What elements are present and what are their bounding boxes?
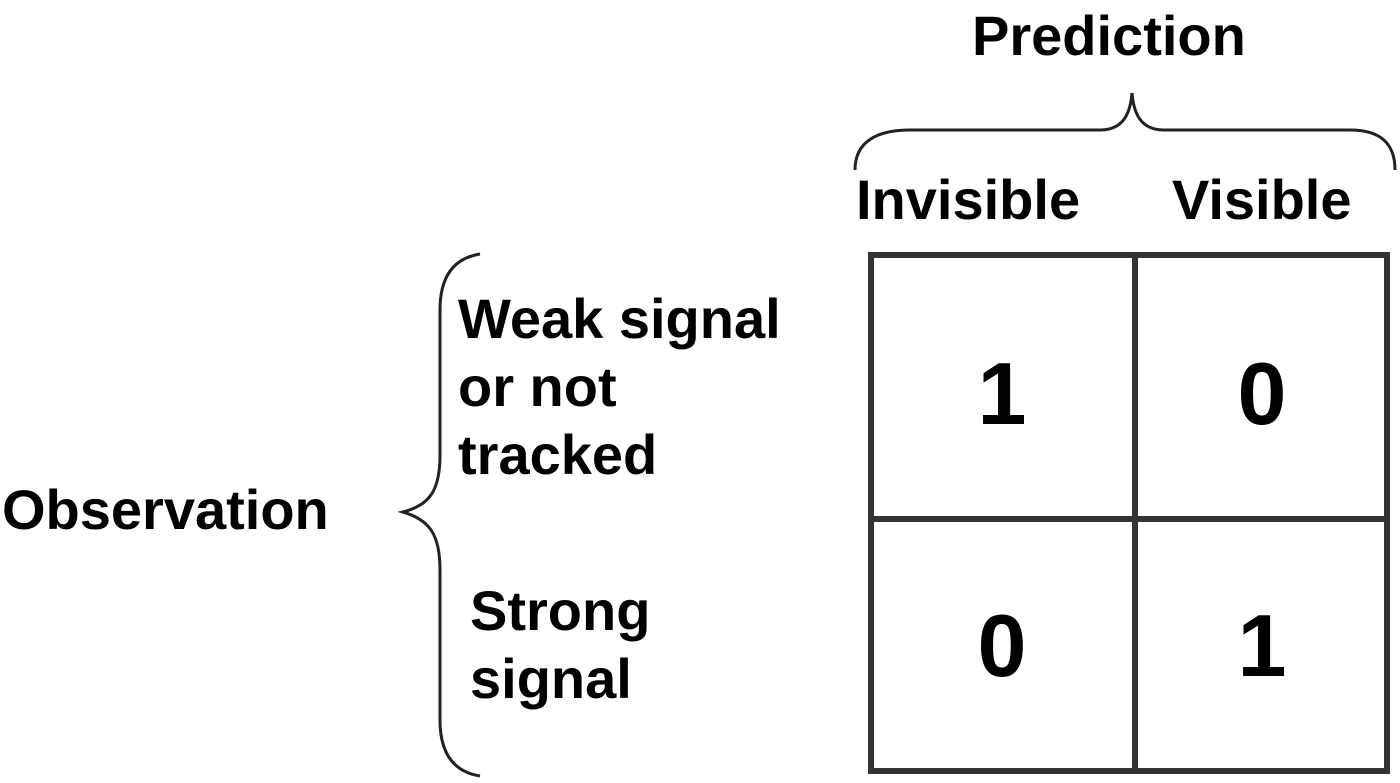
matrix-cell-weak-visible: 0 xyxy=(1237,344,1287,443)
observation-title: Observation xyxy=(2,478,329,541)
matrix-cell-weak-invisible: 1 xyxy=(977,344,1027,443)
column-label-visible: Visible xyxy=(1172,168,1352,231)
observation-brace-icon xyxy=(397,252,481,778)
row-label-line: Strong xyxy=(470,579,651,642)
grid-divider-horizontal xyxy=(874,516,1384,522)
row-label-line: Weak signal xyxy=(458,287,781,350)
confusion-matrix-grid: 1 0 0 1 xyxy=(868,252,1390,774)
matrix-cell-strong-invisible: 0 xyxy=(977,596,1027,695)
prediction-brace-icon xyxy=(853,92,1397,171)
row-label-strong-signal: Strong signal xyxy=(470,577,650,713)
row-label-line: signal xyxy=(470,647,632,710)
column-label-invisible: Invisible xyxy=(856,168,1081,231)
matrix-cell-strong-visible: 1 xyxy=(1237,596,1287,695)
grid-divider-vertical xyxy=(1132,258,1138,768)
row-label-weak-signal: Weak signal or not tracked xyxy=(458,285,781,489)
row-label-line: tracked xyxy=(458,423,658,486)
row-label-line: or not xyxy=(458,355,617,418)
prediction-title: Prediction xyxy=(972,4,1246,67)
